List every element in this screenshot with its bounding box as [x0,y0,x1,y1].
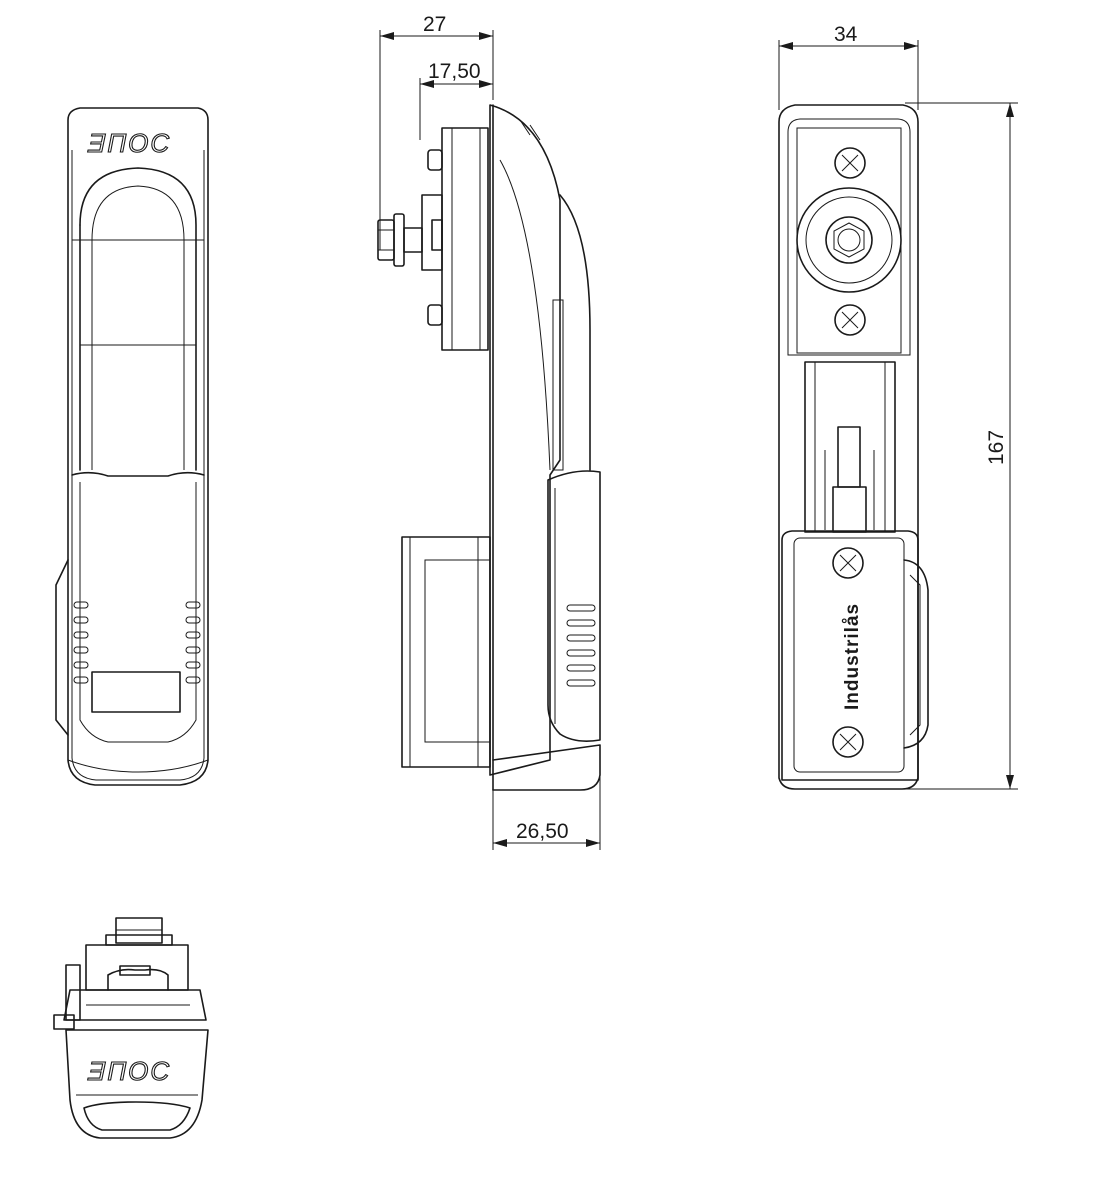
dim-17-50: 17,50 [419,60,493,140]
dim-34: 34 [778,23,919,110]
front-right-slots [185,601,201,684]
front-left-slots [73,601,89,684]
dim-27: 27 [379,13,494,250]
bottom-logo: ƎΠOC [87,1056,171,1086]
side-slots [566,604,596,687]
plate-brand-text: Industrilås [842,603,863,710]
back-view: 34 167 [778,23,1018,790]
dim-26-50-label: 26,50 [516,820,569,843]
dim-167: 167 [905,102,1018,790]
front-view: ƎΠOC [55,107,209,786]
side-view: 27 17,50 [377,13,601,850]
dim-27-label: 27 [423,13,446,36]
dim-34-label: 34 [834,23,858,46]
bottom-view: ƎΠOC [53,917,209,1139]
dim-26-50: 26,50 [492,775,601,850]
dim-17-50-label: 17,50 [428,60,481,83]
dim-167-label: 167 [985,430,1008,465]
front-logo: ƎΠOC [87,128,171,158]
